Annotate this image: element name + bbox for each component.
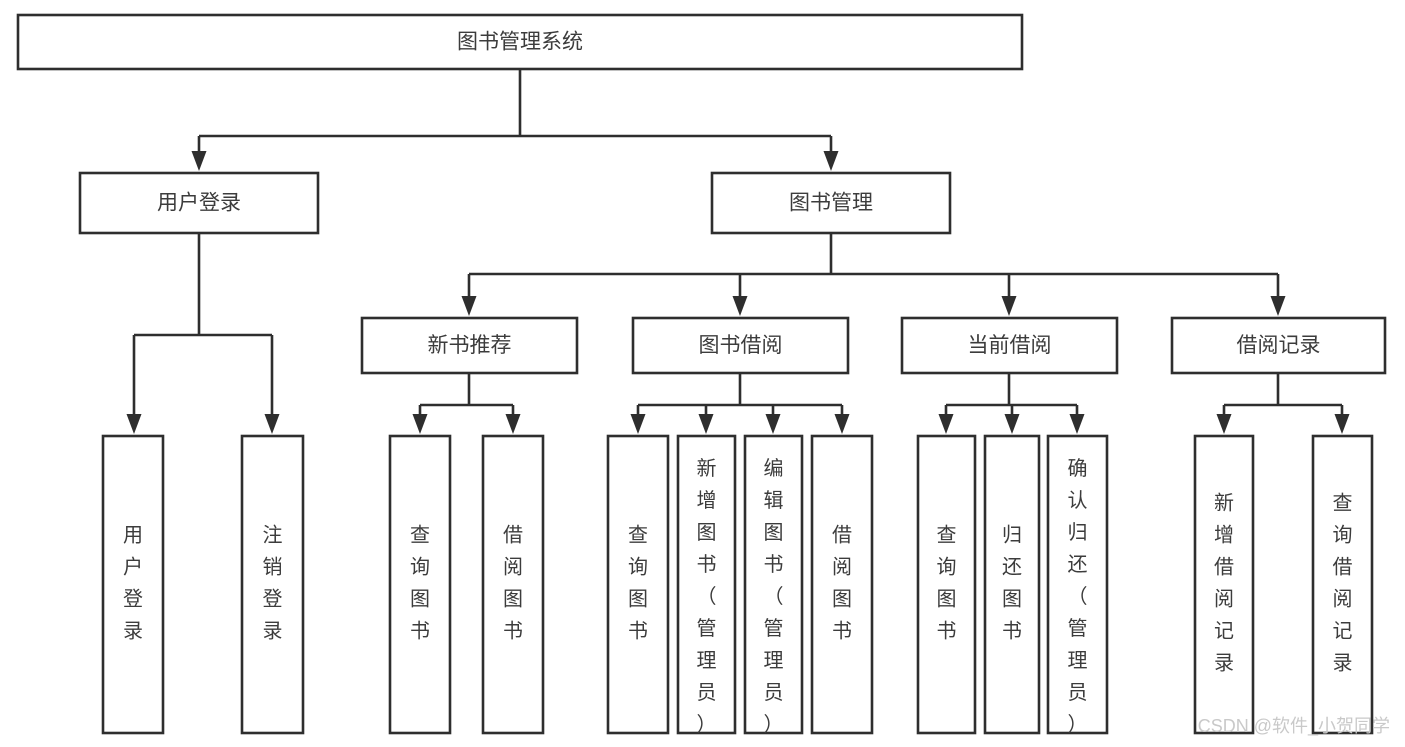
node-label-leaf-add-borrow-record: 新增借阅记录 bbox=[1214, 492, 1234, 675]
node-box-current-borrow[interactable] bbox=[900, 316, 1119, 375]
node-box-leaf-add-borrow-record[interactable] bbox=[1193, 434, 1255, 735]
arrow-head-icon bbox=[461, 296, 477, 316]
node-box-leaf-borrow-book[interactable] bbox=[810, 434, 874, 735]
node-label-book-borrow: 图书借阅 bbox=[699, 334, 783, 357]
node-label-leaf-user-login: 用户登录 bbox=[123, 525, 143, 643]
node-label-user-login: 用户登录 bbox=[157, 192, 241, 215]
node-label-root: 图书管理系统 bbox=[457, 31, 583, 54]
node-label-leaf-confirm-return-admin: 确认归还（管理员） bbox=[1068, 457, 1088, 736]
node-leaf-borrow-query-book[interactable]: 查询图书 bbox=[606, 434, 670, 735]
connector-group-book-manage bbox=[461, 233, 1286, 316]
node-box-root[interactable] bbox=[16, 13, 1024, 71]
node-box-leaf-borrow-query-book[interactable] bbox=[606, 434, 670, 735]
arrow-head-icon bbox=[834, 414, 850, 434]
arrow-head-icon bbox=[412, 414, 428, 434]
node-label-leaf-return-book: 归还图书 bbox=[1002, 524, 1022, 643]
node-leaf-rec-borrow-book[interactable]: 借阅图书 bbox=[481, 434, 545, 735]
connector-layer bbox=[126, 69, 1350, 434]
node-box-user-login[interactable] bbox=[78, 171, 320, 235]
node-leaf-add-book-admin[interactable]: 新增图书（管理员） bbox=[676, 434, 737, 736]
arrow-head-icon bbox=[765, 414, 781, 434]
arrow-head-icon bbox=[938, 414, 954, 434]
node-box-leaf-cur-query-book[interactable] bbox=[916, 434, 977, 735]
connector-group-user-login bbox=[126, 233, 280, 434]
node-leaf-borrow-book[interactable]: 借阅图书 bbox=[810, 434, 874, 735]
node-label-leaf-borrow-book: 借阅图书 bbox=[832, 524, 852, 643]
connector-group-new-book-rec bbox=[412, 373, 521, 434]
node-label-new-book-rec: 新书推荐 bbox=[428, 334, 512, 357]
node-box-leaf-user-login[interactable] bbox=[101, 434, 165, 735]
node-box-leaf-confirm-return-admin[interactable] bbox=[1046, 434, 1109, 735]
arrow-head-icon bbox=[505, 414, 521, 434]
node-current-borrow[interactable]: 当前借阅 bbox=[900, 316, 1119, 375]
arrow-head-icon bbox=[823, 151, 839, 171]
arrow-head-icon bbox=[630, 414, 646, 434]
node-label-borrow-record: 借阅记录 bbox=[1237, 334, 1321, 357]
node-leaf-return-book[interactable]: 归还图书 bbox=[983, 434, 1041, 735]
node-leaf-cur-query-book[interactable]: 查询图书 bbox=[916, 434, 977, 735]
arrow-head-icon bbox=[126, 414, 142, 434]
node-leaf-logout[interactable]: 注销登录 bbox=[240, 434, 305, 735]
node-label-leaf-logout: 注销登录 bbox=[263, 524, 283, 643]
node-label-current-borrow: 当前借阅 bbox=[968, 334, 1052, 357]
node-box-new-book-rec[interactable] bbox=[360, 316, 579, 375]
node-label-leaf-cur-query-book: 查询图书 bbox=[937, 524, 957, 643]
node-label-leaf-rec-borrow-book: 借阅图书 bbox=[503, 524, 523, 643]
node-label-leaf-borrow-query-book: 查询图书 bbox=[628, 524, 648, 643]
node-label-leaf-add-book-admin: 新增图书（管理员） bbox=[697, 457, 717, 736]
node-leaf-add-borrow-record[interactable]: 新增借阅记录 bbox=[1193, 434, 1255, 735]
node-label-leaf-query-borrow-record: 查询借阅记录 bbox=[1333, 492, 1353, 675]
node-leaf-edit-book-admin[interactable]: 编辑图书（管理员） bbox=[743, 434, 804, 736]
arrow-head-icon bbox=[191, 151, 207, 171]
node-leaf-confirm-return-admin[interactable]: 确认归还（管理员） bbox=[1046, 434, 1109, 736]
node-new-book-rec[interactable]: 新书推荐 bbox=[360, 316, 579, 375]
node-leaf-query-borrow-record[interactable]: 查询借阅记录 bbox=[1311, 434, 1374, 735]
node-label-leaf-rec-query-book: 查询图书 bbox=[410, 524, 430, 643]
connector-group-borrow-record bbox=[1216, 373, 1350, 434]
node-box-leaf-edit-book-admin[interactable] bbox=[743, 434, 804, 735]
node-label-leaf-edit-book-admin: 编辑图书（管理员） bbox=[764, 457, 784, 736]
node-box-leaf-rec-borrow-book[interactable] bbox=[481, 434, 545, 735]
node-root[interactable]: 图书管理系统 bbox=[16, 13, 1024, 71]
arrow-head-icon bbox=[1334, 414, 1350, 434]
arrow-head-icon bbox=[1216, 414, 1232, 434]
connector-group-root bbox=[191, 69, 839, 171]
node-borrow-record[interactable]: 借阅记录 bbox=[1170, 316, 1387, 375]
node-box-book-borrow[interactable] bbox=[631, 316, 850, 375]
node-box-borrow-record[interactable] bbox=[1170, 316, 1387, 375]
node-box-leaf-return-book[interactable] bbox=[983, 434, 1041, 735]
node-label-book-manage: 图书管理 bbox=[789, 192, 873, 215]
arrow-head-icon bbox=[732, 296, 748, 316]
arrow-head-icon bbox=[1004, 414, 1020, 434]
node-box-leaf-query-borrow-record[interactable] bbox=[1311, 434, 1374, 735]
node-leaf-user-login[interactable]: 用户登录 bbox=[101, 434, 165, 735]
arrow-head-icon bbox=[1069, 414, 1085, 434]
watermark-layer: CSDN @软件_小贺同学 bbox=[1198, 716, 1390, 737]
connector-group-book-borrow bbox=[630, 373, 850, 434]
node-user-login[interactable]: 用户登录 bbox=[78, 171, 320, 235]
arrow-head-icon bbox=[264, 414, 280, 434]
node-leaf-rec-query-book[interactable]: 查询图书 bbox=[388, 434, 452, 735]
csdn-watermark: CSDN @软件_小贺同学 bbox=[1198, 716, 1390, 737]
node-box-book-manage[interactable] bbox=[710, 171, 952, 235]
node-box-leaf-add-book-admin[interactable] bbox=[676, 434, 737, 735]
node-box-leaf-logout[interactable] bbox=[240, 434, 305, 735]
arrow-head-icon bbox=[698, 414, 714, 434]
connector-group-current-borrow bbox=[938, 373, 1085, 434]
node-book-borrow[interactable]: 图书借阅 bbox=[631, 316, 850, 375]
node-box-leaf-rec-query-book[interactable] bbox=[388, 434, 452, 735]
node-book-manage[interactable]: 图书管理 bbox=[710, 171, 952, 235]
node-layer: 图书管理系统用户登录图书管理新书推荐图书借阅当前借阅借阅记录用户登录注销登录查询… bbox=[16, 13, 1387, 736]
arrow-head-icon bbox=[1270, 296, 1286, 316]
arrow-head-icon bbox=[1001, 296, 1017, 316]
